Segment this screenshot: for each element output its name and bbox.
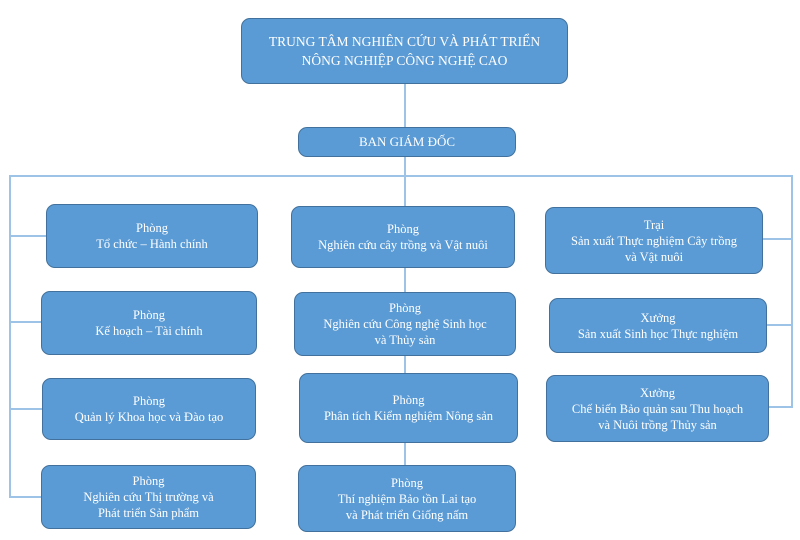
node-label: Chế biến Bảo quản sau Thu hoạch [571, 401, 744, 416]
node-type: Phòng [136, 221, 168, 235]
node-label: và Nuôi trồng Thủy sản [598, 417, 717, 432]
connector-right-vertical [791, 175, 793, 408]
left-node-4: Phòng Nghiên cứu Thị trường và Phát triể… [41, 465, 256, 529]
node-type: Phòng [391, 475, 423, 490]
center-node-4: Phòng Thí nghiệm Bảo tồn Lai tạo và Phát… [298, 465, 516, 532]
node-label: Thí nghiệm Bảo tồn Lai tạo [337, 491, 477, 506]
node-type: Phòng [389, 301, 421, 315]
connector-left-1 [9, 235, 46, 237]
connector-right-1 [763, 238, 793, 240]
connector-left-4 [9, 496, 42, 498]
left-node-1: Phòng Tổ chức – Hành chính [46, 204, 258, 268]
node-label: Tổ chức – Hành chính [96, 237, 208, 251]
connector-right-2 [767, 324, 793, 326]
node-label: Sản xuất Thực nghiệm Cây trồng [571, 233, 737, 248]
root-title-line1: TRUNG TÂM NGHIÊN CỨU VÀ PHÁT TRIỂN [268, 34, 541, 49]
node-label: Phân tích Kiểm nghiệm Nông sản [323, 409, 494, 423]
left-node-3: Phòng Quản lý Khoa học và Đào tạo [42, 378, 256, 440]
root-title-line2: NÔNG NGHIỆP CÔNG NGHỆ CAO [301, 53, 508, 68]
node-label: và Phát triển Giống nấm [345, 507, 469, 522]
center-node-2: Phòng Nghiên cứu Công nghệ Sinh học và T… [294, 292, 516, 356]
node-type: Phòng [133, 308, 165, 322]
node-label: và Thủy sản [374, 333, 436, 347]
connector-left-2 [9, 321, 42, 323]
node-type: Phòng [392, 393, 425, 407]
connector-right-3 [769, 406, 793, 408]
node-type: Phòng [133, 394, 165, 408]
center-node-1: Phòng Nghiên cứu cây trồng và Vật nuôi [291, 206, 515, 268]
node-label: Nghiên cứu Công nghệ Sinh học [323, 317, 487, 331]
center-node-3: Phòng Phân tích Kiểm nghiệm Nông sản [299, 373, 518, 443]
right-node-1: Trại Sản xuất Thực nghiệm Cây trồng và V… [545, 207, 763, 274]
node-label: Quản lý Khoa học và Đào tạo [74, 410, 224, 424]
node-label: Nghiên cứu cây trồng và Vật nuôi [318, 238, 488, 252]
board-label: BAN GIÁM ĐỐC [358, 134, 456, 149]
root-node: TRUNG TÂM NGHIÊN CỨU VÀ PHÁT TRIỂN NÔNG … [241, 18, 568, 84]
right-node-3: Xưởng Chế biến Bảo quản sau Thu hoạch và… [546, 375, 769, 442]
right-node-2: Xưởng Sản xuất Sinh học Thực nghiệm [549, 298, 767, 353]
node-type: Phòng [387, 222, 419, 236]
connector-horizontal-bus [9, 175, 793, 177]
node-label: Phát triển Sản phẩm [97, 506, 200, 520]
node-label: Sản xuất Sinh học Thực nghiệm [577, 326, 739, 341]
node-label: và Vật nuôi [624, 249, 684, 264]
board-node: BAN GIÁM ĐỐC [298, 127, 516, 157]
connector-left-vertical [9, 175, 11, 498]
connector-left-3 [9, 408, 42, 410]
node-type: Trại [643, 217, 665, 232]
node-type: Xưởng [640, 385, 675, 400]
node-type: Xưởng [640, 310, 676, 325]
left-node-2: Phòng Kế hoạch – Tài chính [41, 291, 257, 355]
node-label: Kế hoạch – Tài chính [95, 324, 203, 338]
connector-root-board [404, 84, 406, 127]
node-type: Phòng [132, 474, 165, 488]
node-label: Nghiên cứu Thị trường và [83, 490, 214, 504]
